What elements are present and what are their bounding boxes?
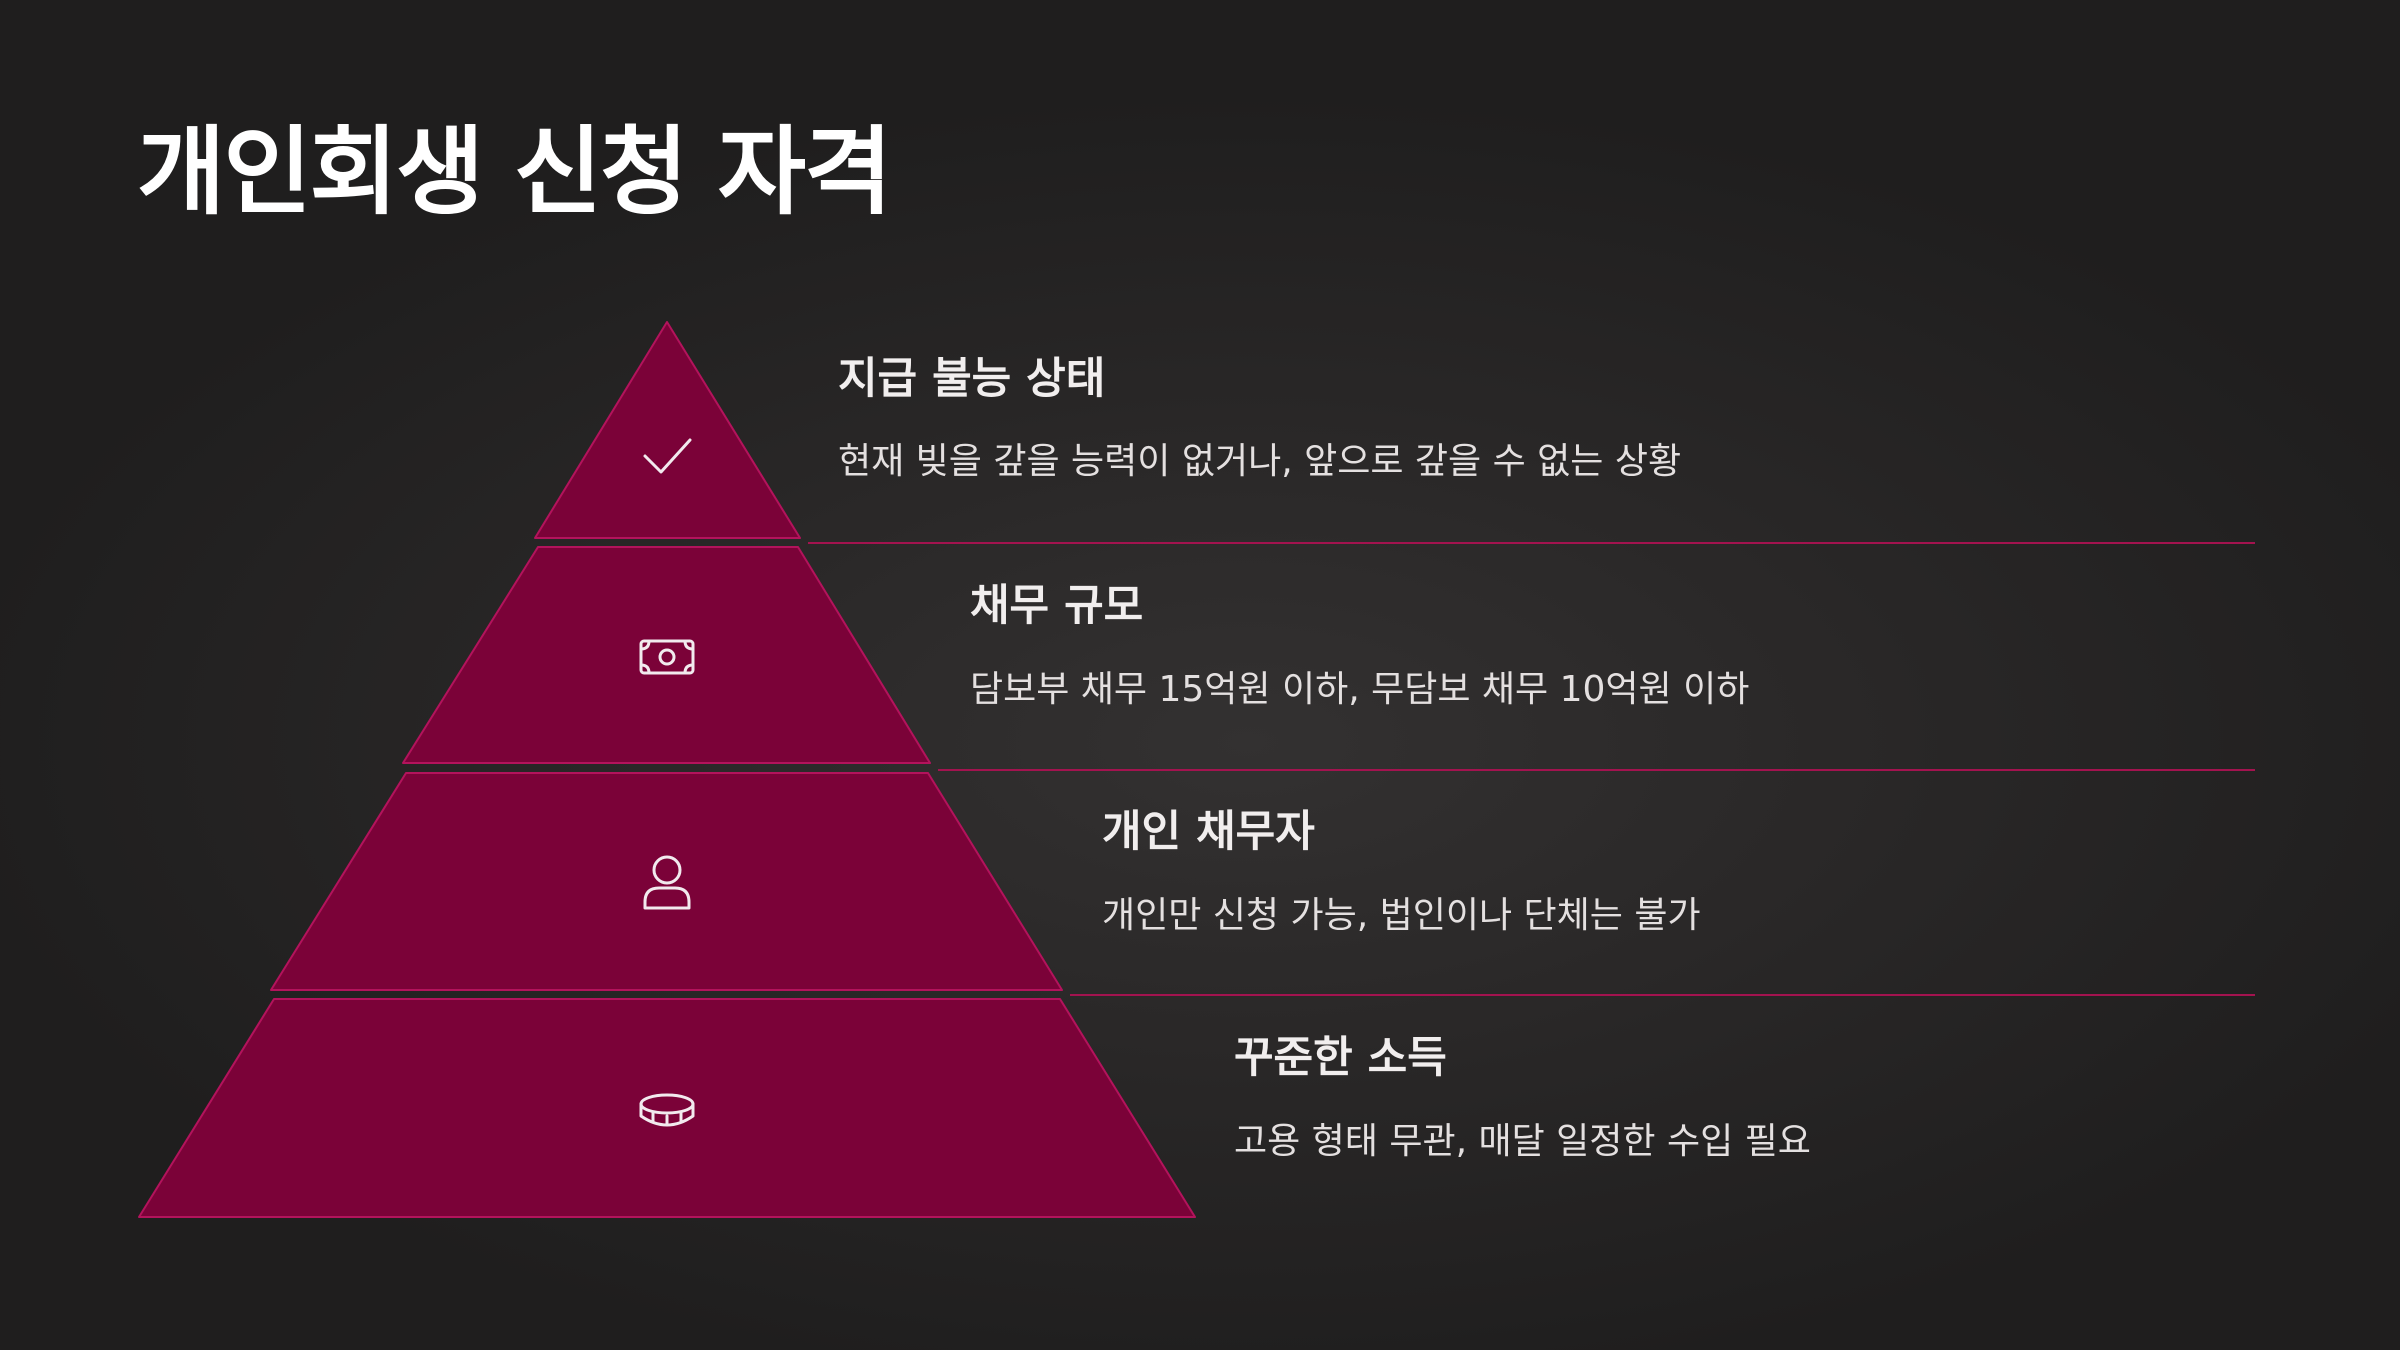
pyramid-level-2 xyxy=(402,546,931,764)
pyramid-level-1 xyxy=(534,321,801,539)
item-title: 지급 불능 상태 xyxy=(838,354,1106,404)
page-title: 개인회생 신청 자격 xyxy=(137,116,892,228)
pyramid-level-4 xyxy=(138,998,1196,1218)
user-icon xyxy=(643,855,691,910)
checkmark-icon xyxy=(643,438,692,474)
banknote-icon xyxy=(639,639,695,675)
item-title: 채무 규모 xyxy=(970,581,1144,631)
coins-icon xyxy=(639,1093,695,1127)
item-title: 개인 채무자 xyxy=(1102,807,1315,857)
item-description: 고용 형태 무관, 매달 일정한 수입 필요 xyxy=(1234,1121,1811,1162)
item-description: 개인만 신청 가능, 법인이나 단체는 불가 xyxy=(1102,895,1701,936)
item-description: 현재 빚을 갚을 능력이 없거나, 앞으로 갚을 수 없는 상황 xyxy=(838,441,1682,482)
item-title: 꾸준한 소득 xyxy=(1234,1033,1447,1083)
item-description: 담보부 채무 15억원 이하, 무담보 채무 10억원 이하 xyxy=(970,669,1750,710)
